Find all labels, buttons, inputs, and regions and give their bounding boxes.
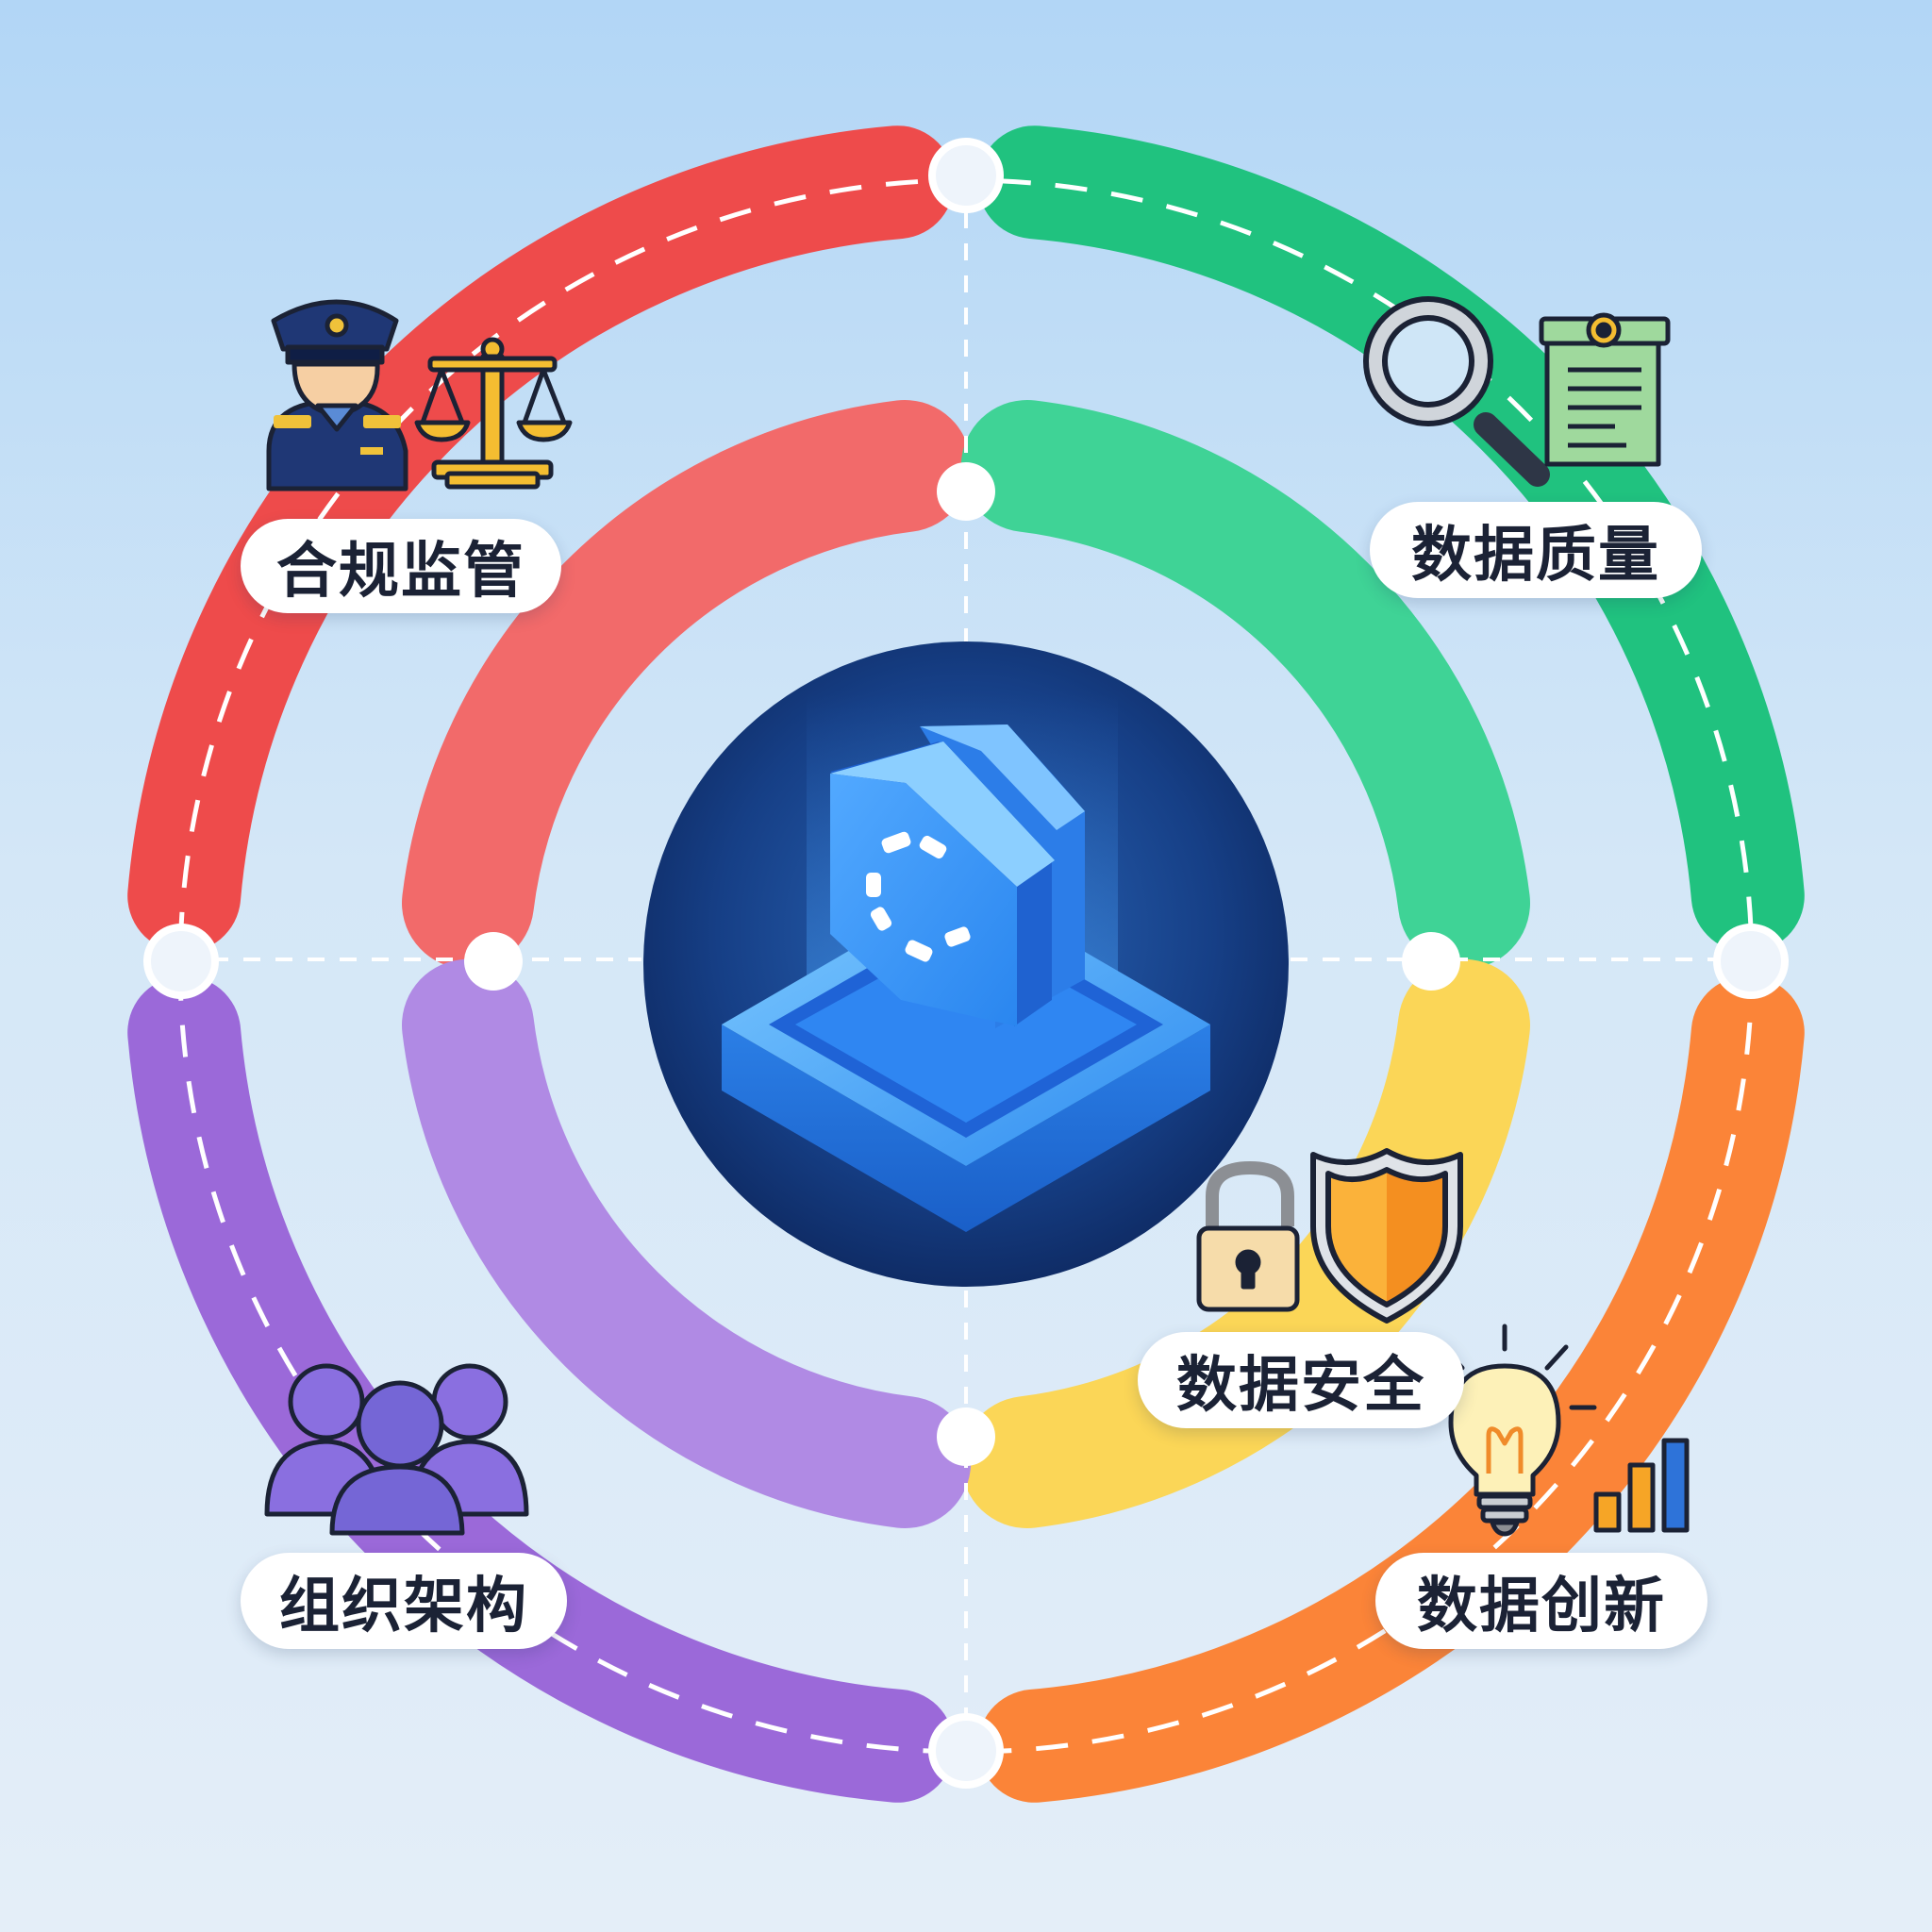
document-icon — [1541, 315, 1668, 464]
center-core — [643, 641, 1289, 1287]
node-right-inner — [1402, 932, 1460, 991]
label-data-innovation: 数据创新 — [1375, 1553, 1707, 1649]
label-data-quality: 数据质量 — [1370, 502, 1702, 598]
node-right-outer — [1717, 927, 1785, 995]
team-icon — [267, 1366, 526, 1533]
node-left-inner — [464, 932, 523, 991]
node-bottom-inner — [937, 1407, 995, 1466]
padlock-icon — [1199, 1168, 1297, 1309]
node-top-inner — [937, 462, 995, 521]
node-left-outer — [147, 927, 215, 995]
label-data-security: 数据安全 — [1138, 1332, 1464, 1428]
label-compliance: 合规监管 — [241, 519, 561, 613]
node-bottom-outer — [932, 1717, 1000, 1785]
label-organization: 组织架构 — [241, 1553, 567, 1649]
node-top-outer — [932, 142, 1000, 209]
